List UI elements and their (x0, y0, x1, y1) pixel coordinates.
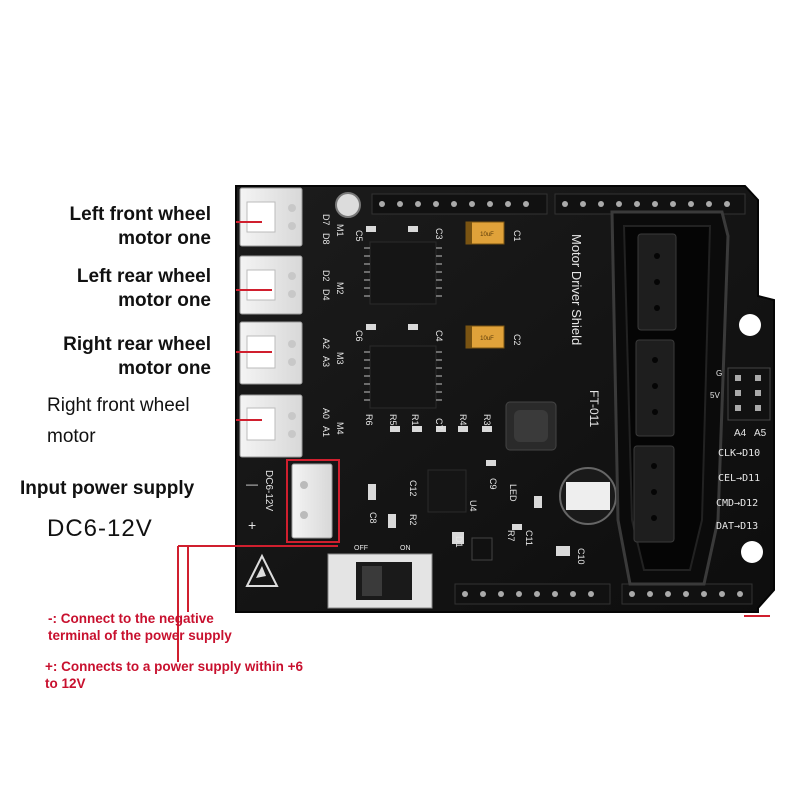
silk-c7: C7 (434, 418, 444, 430)
silk-c5: C5 (354, 230, 364, 242)
silk-a4: A4 (734, 428, 747, 439)
silk-5v: 5V (710, 391, 720, 400)
silk-c12: C12 (408, 480, 418, 497)
silk-c3: C3 (434, 228, 444, 240)
silk-c8: C8 (368, 512, 378, 524)
silk-r2: R2 (408, 514, 418, 526)
silk-cel: CEL→D11 (718, 473, 760, 484)
ps2-socket (610, 210, 730, 586)
silk-clk: CLK→D10 (718, 448, 760, 459)
silk-r5: R5 (388, 414, 398, 426)
diode (471, 537, 493, 561)
label-motor-2-line2: motor one (118, 290, 211, 311)
motor-connector-m2 (239, 255, 303, 315)
silk-on: ON (400, 545, 411, 552)
silk-u4: U4 (468, 500, 478, 512)
silk-r4: R4 (458, 414, 468, 426)
label-input-power: Input power supply (20, 478, 195, 499)
label-motor-1-line2: motor one (118, 228, 211, 249)
inductor (505, 401, 557, 451)
label-motor-3-line1: Right rear wheel (63, 334, 211, 355)
note-positive-line2: to 12V (45, 676, 86, 691)
silk-board-model: FT-011 (587, 390, 601, 427)
label-motor-4-line1: Right front wheel (47, 395, 190, 416)
silk-d1: D1 (454, 536, 464, 548)
mounting-hole-right-bottom (741, 541, 763, 563)
label-motor-1-line1: Left front wheel (69, 204, 211, 225)
silk-d7: D7 (321, 214, 331, 226)
silk-c6: C6 (354, 330, 364, 342)
round-pad (559, 467, 617, 525)
silk-d2: D2 (321, 270, 331, 282)
silk-a3: A3 (321, 356, 331, 367)
note-negative-line2: terminal of the power supply (48, 628, 232, 643)
silk-a2: A2 (321, 338, 331, 349)
silk-c1: C1 (512, 230, 522, 242)
silk-r6: R6 (364, 414, 374, 426)
esd-warning-icon (245, 553, 279, 587)
silk-c2: C2 (512, 334, 522, 346)
note-negative-line1: -: Connect to the negative (48, 611, 214, 626)
silk-d4: D4 (321, 289, 331, 301)
jumper-header (727, 367, 771, 421)
silk-a5: A5 (754, 428, 767, 439)
silk-m1: M1 (335, 224, 345, 237)
power-connector (291, 463, 333, 539)
svg-text:10uF: 10uF (480, 232, 494, 238)
silk-board-title: Motor Driver Shield (569, 234, 584, 345)
silk-led: LED (508, 484, 518, 502)
silk-m3: M3 (335, 352, 345, 365)
silk-dc-label: DC6-12V (263, 470, 274, 511)
silk-m4: M4 (335, 422, 345, 435)
silk-c4: C4 (434, 330, 444, 342)
silk-r3: R3 (482, 414, 492, 426)
label-motor-3-line2: motor one (118, 358, 211, 379)
silk-cmd: CMD→D12 (716, 498, 758, 509)
silk-minus: — (246, 477, 258, 491)
silk-off: OFF (354, 545, 368, 552)
bottom-header (454, 583, 753, 605)
silk-dat: DAT→D13 (716, 521, 758, 532)
silk-c11: C11 (524, 530, 534, 546)
regulator-ic (427, 469, 467, 513)
silk-r7: R7 (506, 530, 516, 542)
driver-ic-1 (364, 241, 442, 305)
label-motor-4-line2: motor (47, 426, 96, 447)
silk-c10: C10 (576, 548, 586, 565)
motor-connector-m4 (239, 394, 303, 458)
note-positive-line1: +: Connects to a power supply within +6 (45, 659, 304, 674)
label-motor-2-line1: Left rear wheel (76, 266, 211, 287)
motor-connector-m1 (239, 187, 303, 247)
label-power-voltage: DC6-12V (47, 515, 153, 542)
mounting-hole-right-top (739, 314, 761, 336)
silk-c9: C9 (488, 478, 498, 490)
top-header (371, 193, 746, 215)
smd-components (366, 226, 570, 556)
silk-a1: A1 (321, 426, 331, 437)
silk-a0: A0 (321, 408, 331, 419)
silk-d8: D8 (321, 233, 331, 245)
silk-m2: M2 (335, 282, 345, 295)
svg-text:10uF: 10uF (480, 336, 494, 342)
red-pointer-lines (177, 221, 770, 662)
tantalum-cap-c2: 10uF (465, 325, 505, 349)
mounting-hole (335, 192, 361, 218)
power-switch (327, 553, 433, 609)
driver-ic-2 (364, 345, 442, 409)
silk-g: G (716, 369, 722, 378)
tantalum-cap-c1: 10uF (465, 221, 505, 245)
silk-r1: R1 (410, 414, 420, 426)
silk-plus: + (248, 517, 256, 533)
